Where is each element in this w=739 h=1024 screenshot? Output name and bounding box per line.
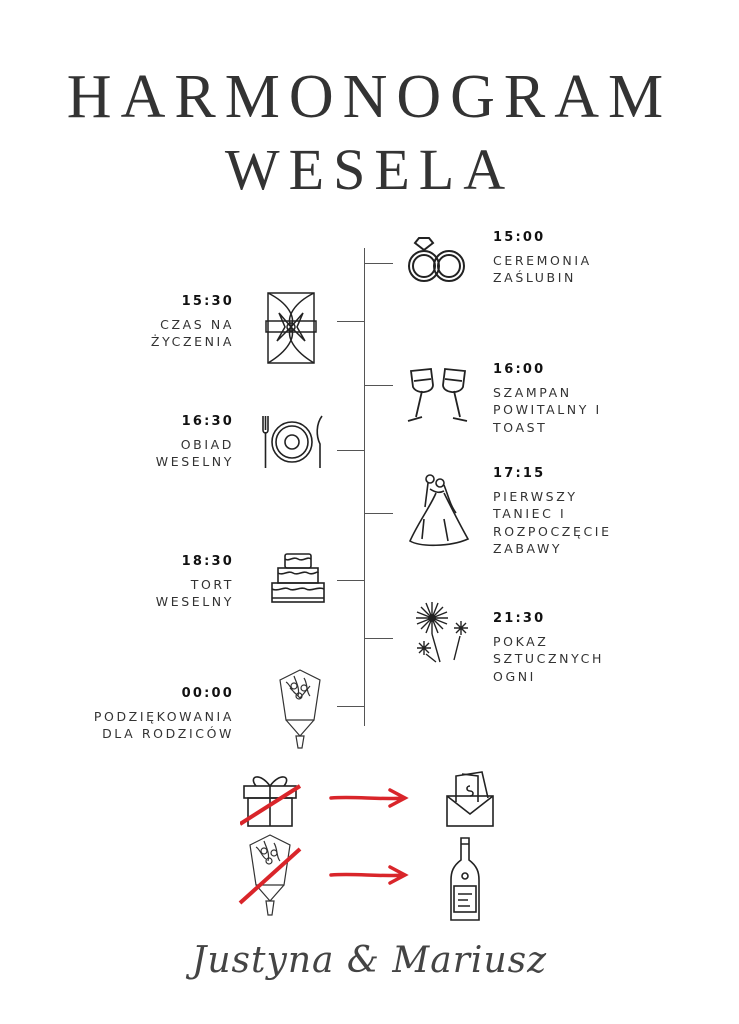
event-label: OGNI: [493, 668, 536, 684]
fireworks-icon: [416, 602, 468, 663]
timeline-tick: [337, 580, 365, 582]
event-label: PODZIĘKOWANIA: [93, 708, 234, 724]
money-envelope-icon: [446, 771, 494, 827]
event-label: PIERWSZY: [493, 488, 578, 504]
event-label: POKAZ: [493, 633, 549, 649]
event-label: TANIEC I: [493, 506, 567, 521]
event-label: WESELNY: [155, 454, 234, 469]
event-first-dance: 17:15 PIERWSZY TANIEC I ROZPOCZĘCIE ZABA…: [493, 465, 612, 558]
dancing-couple-icon: [408, 474, 470, 547]
bouquet-icon: [238, 834, 302, 916]
event-wishes: 15:30 CZAS NA ŻYCZENIA: [151, 293, 234, 351]
event-time: 21:30: [493, 611, 546, 626]
timeline-tick: [337, 321, 365, 323]
event-time: 18:30: [181, 554, 234, 569]
timeline-tick: [337, 706, 365, 708]
event-label: CZAS NA: [160, 316, 234, 332]
signature: Justyna & Mariusz: [191, 940, 548, 981]
plate-cutlery-icon: [262, 415, 323, 468]
wine-bottle-icon: [450, 837, 480, 921]
gift-card-icon: [265, 292, 317, 364]
event-label: TOAST: [493, 419, 548, 435]
event-time: 16:00: [493, 362, 546, 377]
toast-glasses-icon: [407, 368, 468, 422]
event-time: 17:15: [493, 466, 546, 481]
arrow-right-icon: [329, 865, 409, 885]
event-label: OBIAD: [180, 436, 234, 452]
timeline-tick: [365, 513, 393, 515]
timeline-tick: [337, 450, 365, 452]
event-label: WESELNY: [155, 594, 234, 609]
event-label: CEREMONIA: [493, 252, 592, 268]
event-label: ZAŚLUBIN: [493, 270, 576, 285]
event-label: TORT: [190, 576, 234, 592]
event-fireworks: 21:30 POKAZ SZTUCZNYCH OGNI: [493, 610, 604, 685]
timeline-tick: [365, 263, 393, 265]
bouquet-icon: [279, 669, 321, 749]
event-label: POWITALNY I: [493, 402, 602, 417]
cake-icon: [271, 553, 325, 603]
timeline-axis: [364, 248, 366, 726]
event-label: ZABAWY: [493, 541, 563, 556]
event-label: DLA RODZICÓW: [102, 726, 234, 741]
gift-icon: [240, 776, 302, 827]
event-time: 15:30: [181, 294, 234, 309]
event-time: 00:00: [181, 686, 234, 701]
event-parents-thanks: 00:00 PODZIĘKOWANIA DLA RODZICÓW: [94, 685, 234, 743]
event-label: ROZPOCZĘCIE: [493, 523, 612, 539]
arrow-right-icon: [329, 788, 409, 808]
event-label: ŻYCZENIA: [150, 334, 234, 349]
page-title-line1: HARMONOGRAM: [66, 63, 673, 131]
timeline-tick: [365, 638, 393, 640]
event-toast: 16:00 SZAMPAN POWITALNY I TOAST: [493, 361, 602, 436]
event-ceremony: 15:00 CEREMONIA ZAŚLUBIN: [493, 229, 592, 287]
event-label: SZAMPAN: [493, 384, 572, 400]
event-dinner: 16:30 OBIAD WESELNY: [156, 413, 234, 471]
page-title-line2: WESELA: [224, 137, 515, 202]
event-time: 16:30: [181, 414, 234, 429]
rings-icon: [408, 237, 465, 282]
timeline-tick: [365, 385, 393, 387]
event-label: SZTUCZNYCH: [493, 651, 605, 666]
event-cake: 18:30 TORT WESELNY: [156, 553, 234, 611]
event-time: 15:00: [493, 230, 546, 245]
